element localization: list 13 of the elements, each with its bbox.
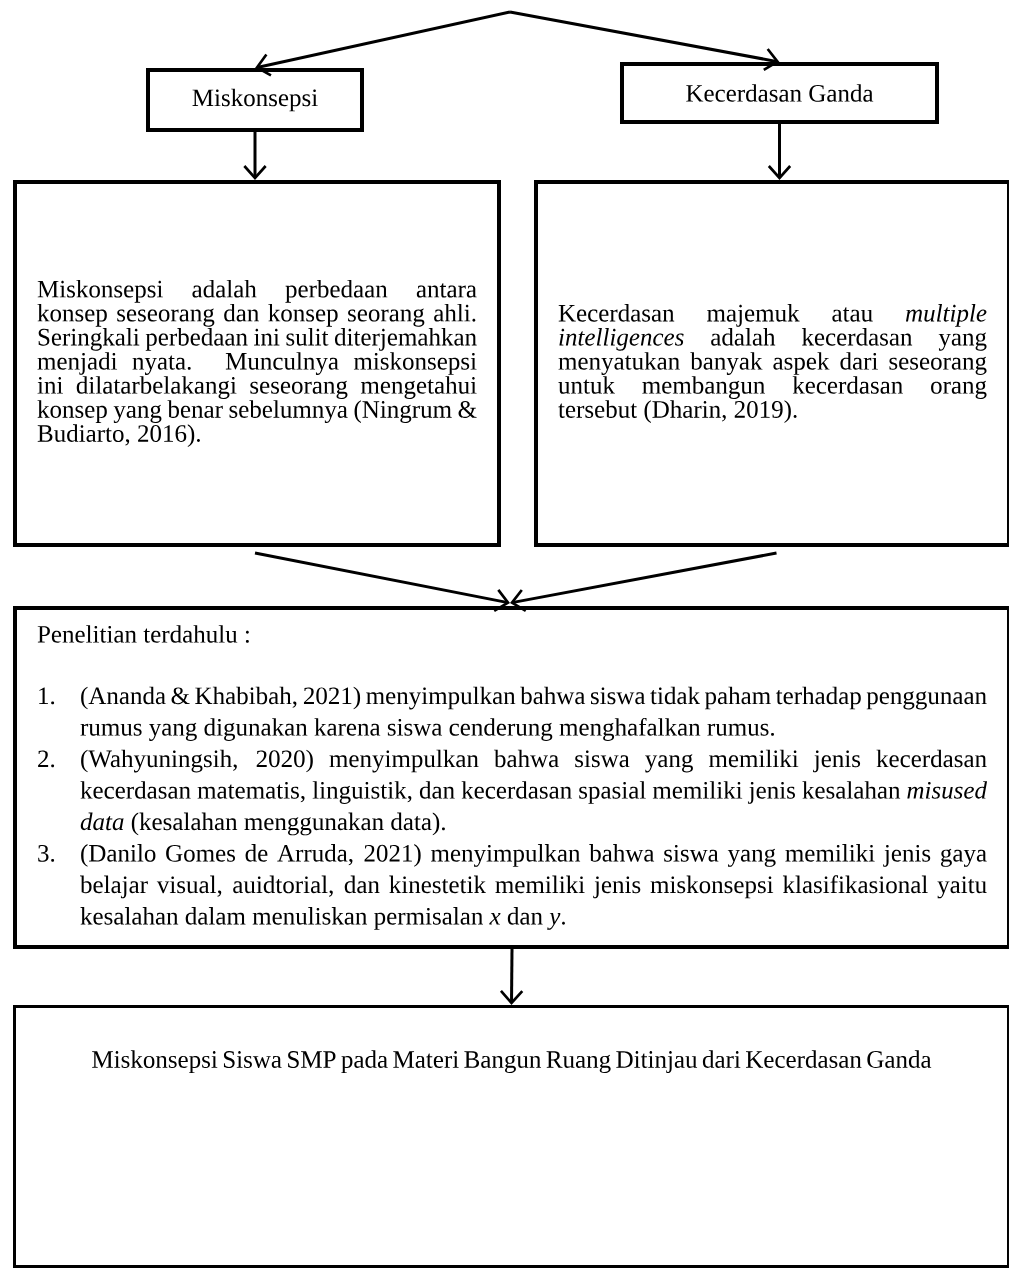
heading-box: Miskonsepsi <box>146 68 364 132</box>
text-box: Miskonsepsi adalah perbedaan antara konsep seseorang dan konsep seorang ahli. Seringkali perbedaan ini sulit diterjemahkan menjadi nyata. Munculnya miskonsepsi ini dilatarbelakangi seseorang mengetahui konsep yang benar sebelumnya (Ningrum & Budiarto, 2016). <box>13 180 501 547</box>
arrow <box>254 551 510 612</box>
arrow <box>509 10 780 72</box>
text-box: Kecerdasan majemuk atau multiple intelligences adalah kecerdasan yang menyatukan banyak aspek dari seseorang untuk membangun kecerdasan orang tersebut (Dharin, 2019). <box>534 180 1009 547</box>
arrow <box>499 949 524 1005</box>
arrow <box>510 551 777 613</box>
text-box: Penelitian terdahulu : 1. (Ananda & Khabibah, 2021) menyimpulkan bahwa siswa tidak paham terhadap penggunaan rumus yang digunakan karena siswa cenderung menghafalkan rumus. 2. (Wahyuningsih, 2020) menyimpulkan bahwa siswa yang memiliki jenis kecerdasan kecerdasan matematis, linguistik, dan kecerdasan spasial memiliki jenis kesalahan misused data (kesalahan menggunakan data). 3. (Danilo Gomes de Arruda, 2021) menyimpulkan bahwa siswa yang memiliki jenis gaya belajar visual, auidtorial, dan kinestetik memiliki jenis miskonsepsi klasifikasional yaitu kesalahan dalam menuliskan permisalan x dan y. <box>13 606 1009 949</box>
text-box: Miskonsepsi Siswa SMP pada Materi Bangun Ruang Ditinjau dari Kecerdasan Ganda <box>13 1005 1009 1268</box>
arrow <box>767 124 792 180</box>
arrow <box>243 132 267 180</box>
heading-box: Kecerdasan Ganda <box>620 62 939 124</box>
arrow <box>255 10 511 77</box>
